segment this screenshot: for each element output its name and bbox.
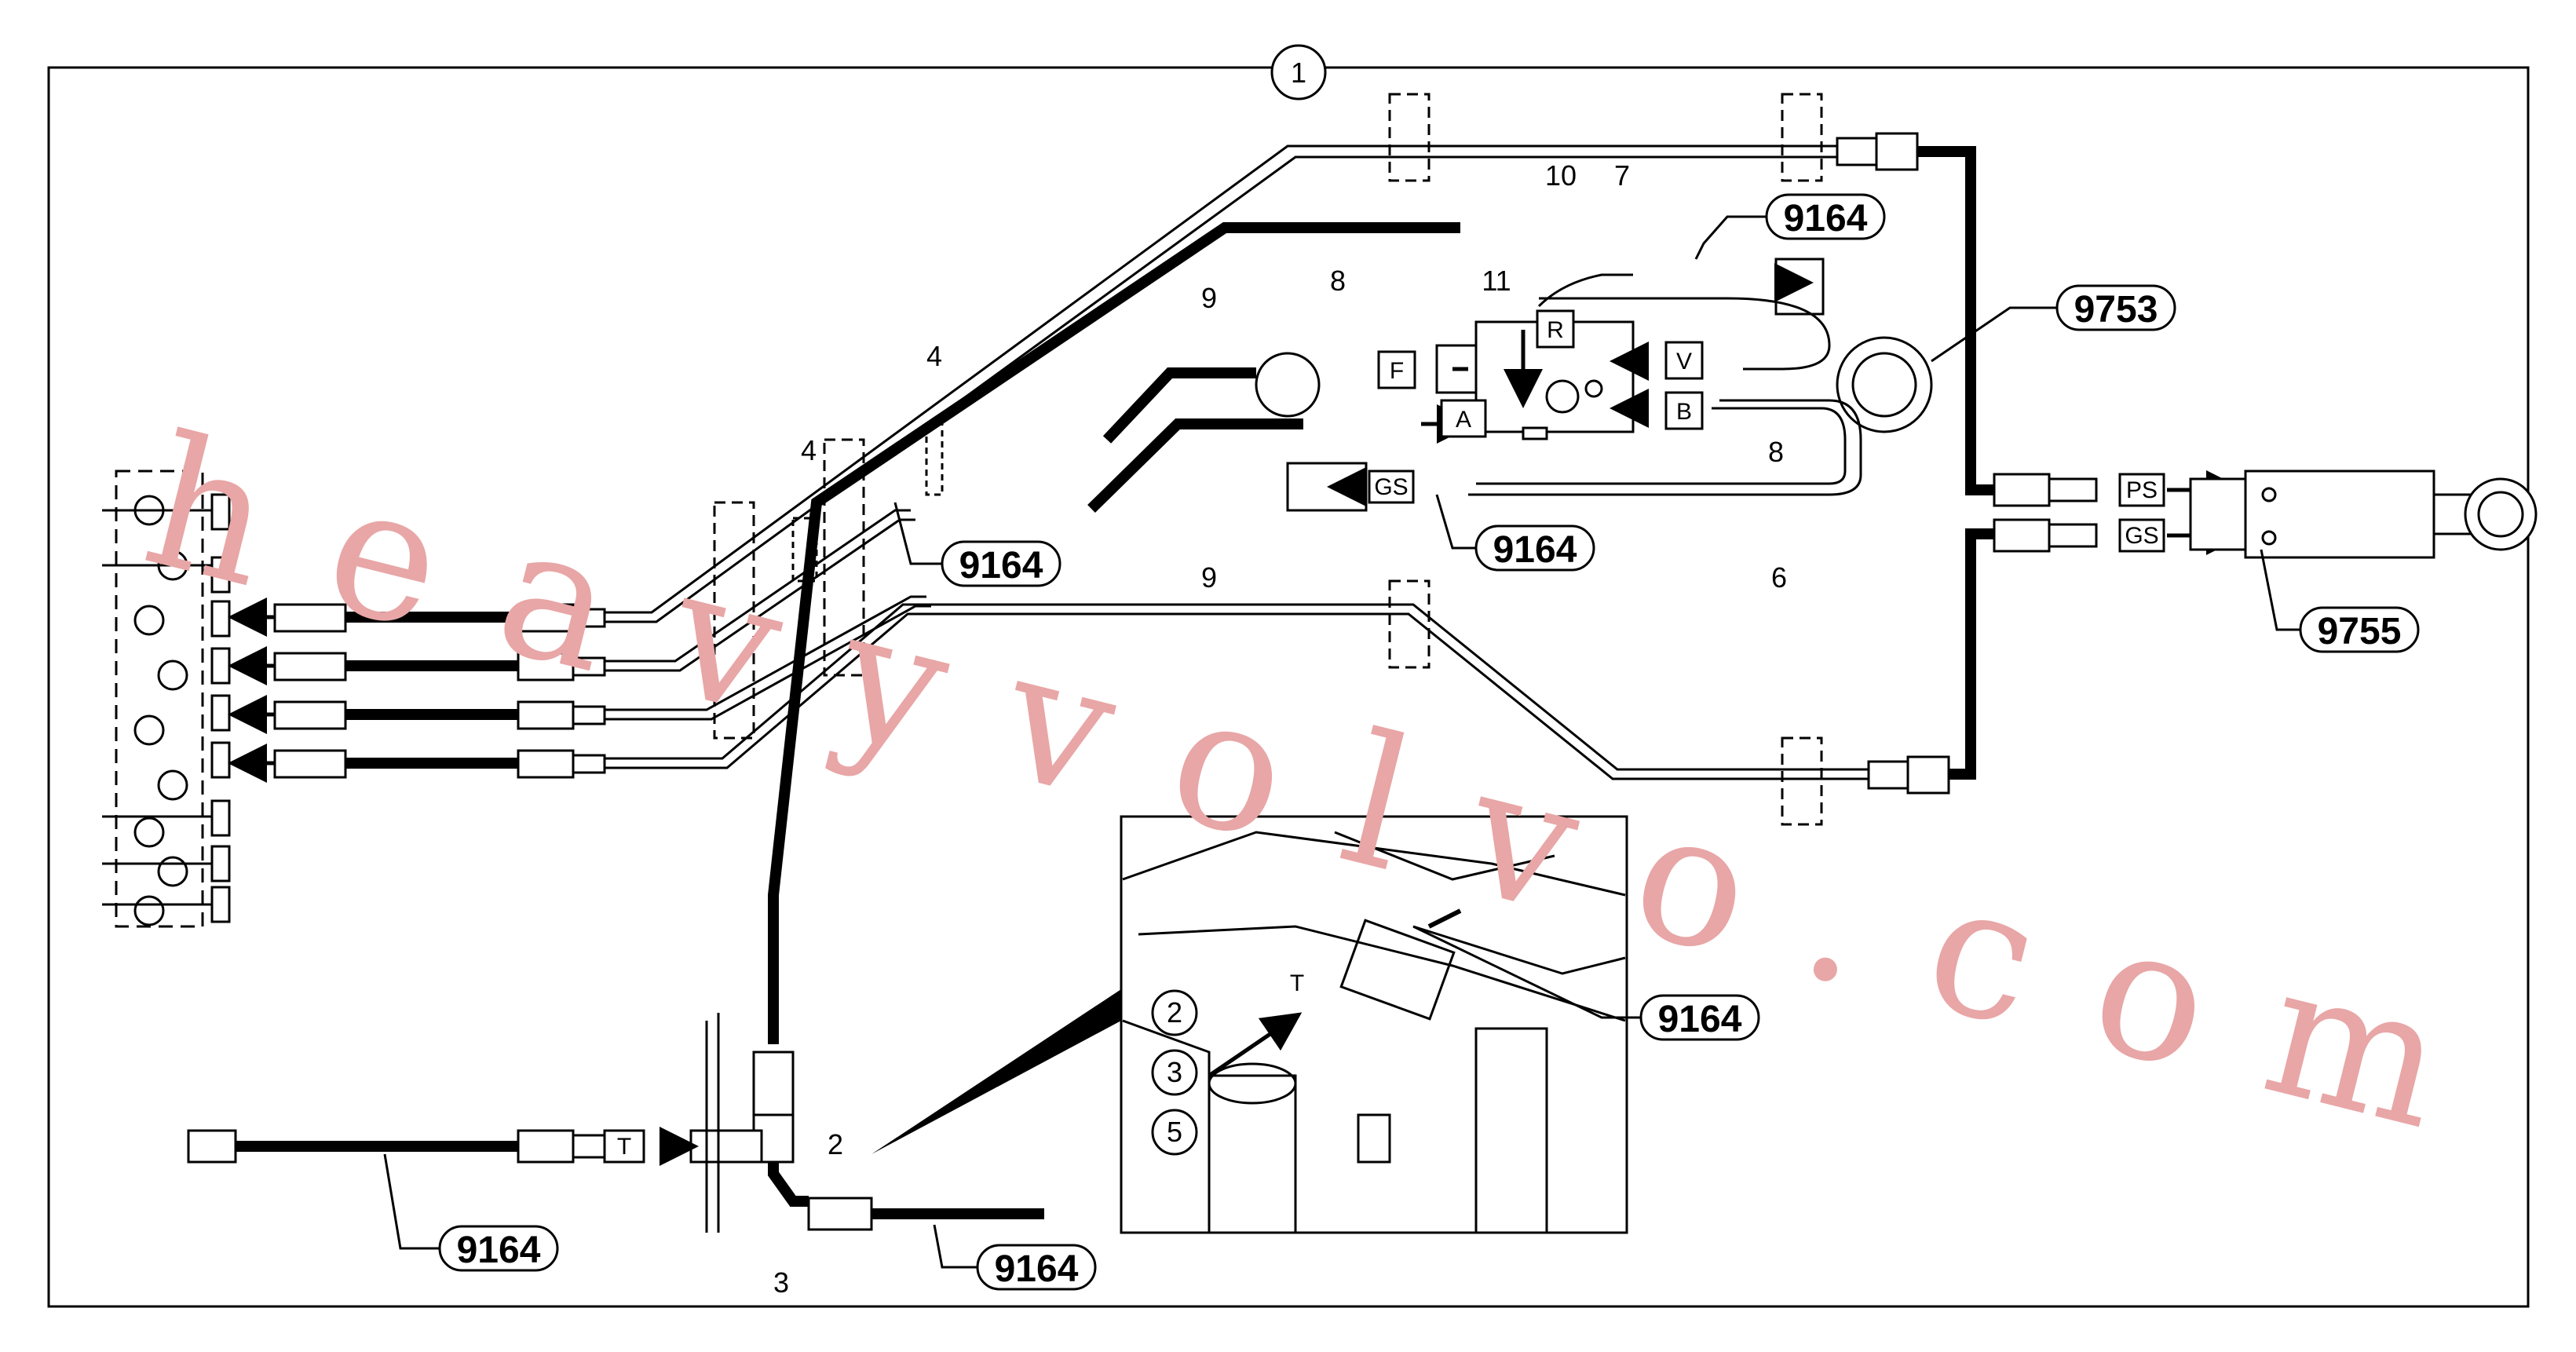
callouts: [438, 193, 2420, 1291]
port-label-A: A: [1456, 407, 1471, 433]
port-boxes: [603, 309, 2165, 1164]
port-label-GS-block: GS: [1374, 474, 1408, 500]
tee-assembly: [187, 1013, 1044, 1233]
pipe-bundle: [605, 93, 1869, 826]
callout-9753: 9753: [2074, 289, 2158, 331]
inset-circle-5: 5: [1167, 1116, 1182, 1148]
part-number-4-upper: 4: [926, 340, 942, 372]
inset-marker-T: T: [1290, 970, 1304, 996]
part-number-11: 11: [1482, 265, 1511, 297]
inset-circle-3: 3: [1167, 1056, 1182, 1088]
frame-label: 1: [1291, 57, 1306, 89]
port-label-PS: PS: [2126, 477, 2158, 503]
distributor-block: [102, 470, 231, 928]
port-label-F: F: [1390, 358, 1404, 384]
callout-9164-mid: 9164: [1493, 529, 1577, 571]
callout-9755: 9755: [2318, 611, 2402, 652]
fittings-right: [1836, 132, 2098, 795]
port-label-GS-cylinder: GS: [2125, 523, 2158, 549]
part-number-4-lower: 4: [801, 434, 817, 466]
part-number-2: 2: [828, 1128, 843, 1160]
part-number-10: 10: [1545, 159, 1577, 192]
part-number-9-bottom: 9: [1201, 561, 1217, 594]
hose-loop: [1255, 258, 1933, 512]
callout-leaders: [383, 215, 2300, 1269]
inset-circles: [1151, 989, 1198, 1156]
port-label-B: B: [1676, 399, 1692, 425]
part-number-3: 3: [773, 1266, 789, 1299]
cylinder-hoses: [1916, 146, 1994, 780]
part-number-7: 7: [1614, 159, 1630, 192]
port-label-R: R: [1547, 317, 1564, 343]
part-number-9-top: 9: [1201, 282, 1217, 314]
cylinder: [2189, 470, 2538, 559]
port-label-T: T: [617, 1134, 631, 1160]
frame-label-circle: [1270, 44, 1327, 100]
callout-9164-bottom-left: 9164: [457, 1230, 541, 1271]
inset-image: [871, 815, 1628, 1234]
callout-9164-top: 9164: [1784, 198, 1868, 239]
part-number-8-left: 8: [1330, 265, 1346, 297]
callout-9164-bottom: 9164: [995, 1248, 1079, 1290]
inset-circle-2: 2: [1167, 996, 1182, 1029]
main-hose: [768, 222, 1460, 1044]
callout-9164-left: 9164: [959, 545, 1043, 586]
part-number-8-right: 8: [1768, 436, 1784, 468]
port-label-V: V: [1676, 349, 1692, 375]
callout-9164-inset: 9164: [1658, 999, 1742, 1040]
part-number-6: 6: [1771, 561, 1787, 594]
left-hoses: [228, 597, 606, 783]
